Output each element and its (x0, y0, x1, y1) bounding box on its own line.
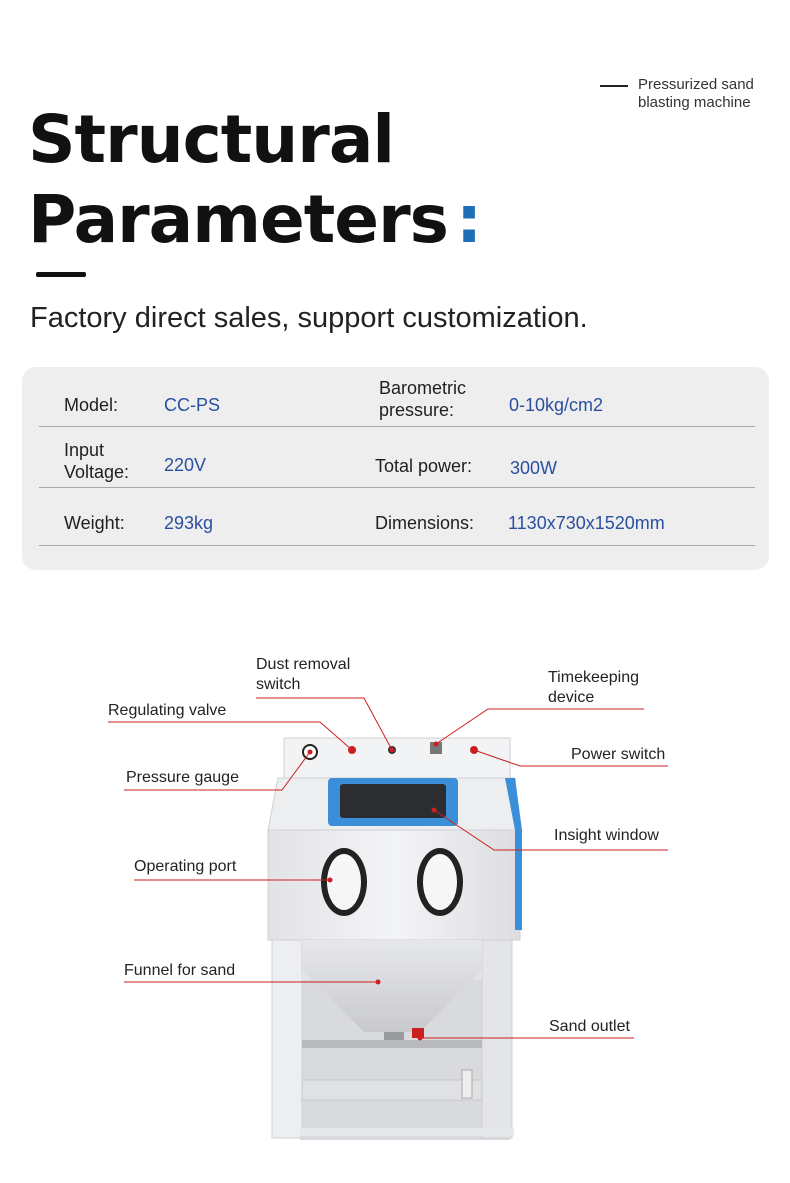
callout-power-switch: Power switch (571, 746, 666, 763)
spec-label: Barometric pressure: (379, 378, 467, 420)
title-line-1: Structural (28, 101, 395, 178)
spec-value: 293kg (164, 513, 214, 533)
callout-operating-port: Operating port (134, 858, 237, 875)
tag-dash (600, 85, 628, 87)
callout-insight-window: Insight window (554, 827, 659, 844)
machine-diagram: Dust removal switch Regulating valve Pre… (0, 640, 790, 1160)
spec-row: Model: CC-PS Barometric pressure: 0-10kg… (39, 367, 755, 427)
spec-value: 220V (164, 455, 207, 475)
title-line-2: Parameters (28, 181, 449, 258)
spec-label: Input Voltage: (64, 440, 130, 482)
product-type-text: Pressurized sand blasting machine (638, 76, 754, 111)
leader-lines (108, 697, 668, 1039)
spec-label: Model: (64, 395, 119, 415)
spec-row: Weight: 293kg Dimensions: 1130x730x1520m… (39, 488, 755, 546)
page-title: Structural Parameters: (28, 100, 482, 260)
spec-label: Dimensions: (375, 513, 475, 533)
callout-regulating-valve: Regulating valve (108, 702, 227, 719)
page-subtitle: Factory direct sales, support customizat… (30, 302, 588, 334)
sandblaster-illustration (108, 697, 668, 1140)
spec-table: Model: CC-PS Barometric pressure: 0-10kg… (22, 367, 769, 570)
spec-row: Input Voltage: 220V Total power: 300W (39, 427, 755, 488)
callout-timekeeping-device: Timekeeping device (548, 669, 640, 706)
callout-funnel-for-sand: Funnel for sand (124, 962, 236, 979)
spec-label: Weight: (64, 513, 125, 533)
spec-value: CC-PS (164, 395, 221, 415)
spec-value: 1130x730x1520mm (508, 513, 665, 533)
title-underline (36, 272, 86, 277)
title-colon: : (455, 181, 482, 258)
spec-value: 300W (510, 458, 558, 478)
callout-pressure-gauge: Pressure gauge (126, 769, 239, 786)
callout-dust-removal-switch: Dust removal switch (256, 656, 351, 693)
spec-label: Total power: (375, 456, 473, 476)
leader-dots (307, 741, 477, 1041)
spec-value: 0-10kg/cm2 (509, 395, 604, 415)
callout-sand-outlet: Sand outlet (549, 1018, 630, 1035)
